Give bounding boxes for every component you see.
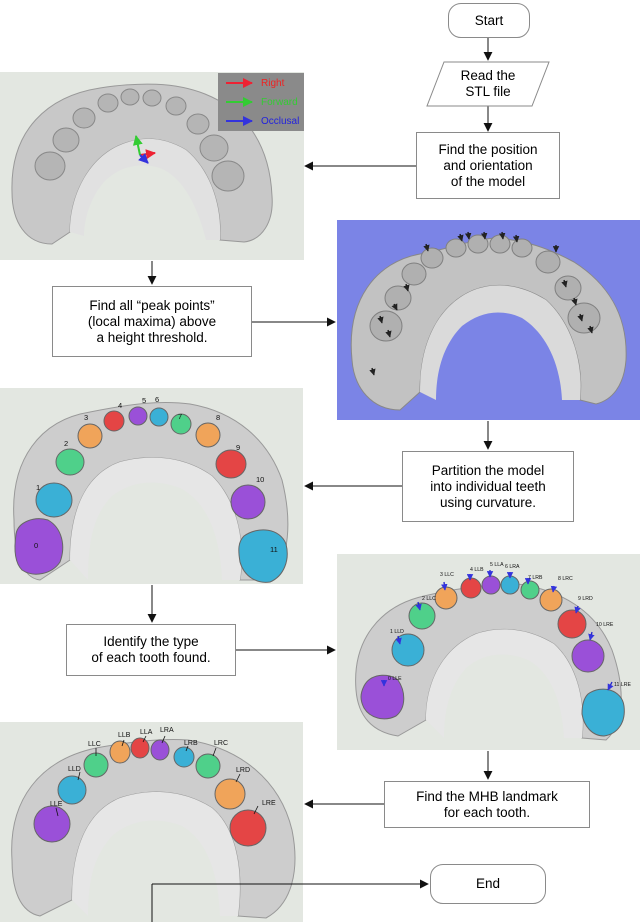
- axis-right-label: Right: [261, 78, 285, 89]
- landmark-label: LLC: [88, 741, 101, 748]
- peak-points-step: Find all “peak points” (local maxima) ab…: [52, 286, 252, 357]
- tooth-type-label: 5 LLA: [490, 562, 504, 568]
- orientation-panel: Right Forward Occlusal: [0, 72, 304, 260]
- tooth-type-label: 3 LLC: [440, 572, 454, 578]
- segment-number: 6: [155, 395, 159, 404]
- segment-number: 5: [142, 396, 146, 405]
- landmark-step: Find the MHB landmark for each tooth.: [384, 781, 590, 828]
- partition-step: Partition the model into individual teet…: [402, 451, 574, 522]
- segmented-panel: 0 1 2 3 4 5 6 7 8 9 10 11: [0, 388, 303, 584]
- read-stl-label: Read the STL file: [460, 68, 516, 99]
- orientation-step: Find the position and orientation of the…: [416, 132, 560, 199]
- segment-number: 9: [236, 443, 240, 452]
- tooth-type-label: 4 LLB: [470, 567, 484, 573]
- tooth-type-label: 6 LRA: [505, 564, 520, 570]
- segment-number: 0: [34, 541, 38, 550]
- segment-number: 2: [64, 439, 68, 448]
- tooth-type-label: 8 LRC: [558, 576, 573, 582]
- segment-number: 10: [256, 475, 264, 484]
- landmark-label: LRC: [214, 740, 228, 747]
- read-stl-node: [426, 61, 550, 107]
- tooth-type-label: 7 LRB: [528, 575, 543, 581]
- landmark-label: LRD: [236, 767, 250, 774]
- landmark-label: LRE: [262, 800, 276, 807]
- segment-number: 7: [178, 412, 182, 421]
- landmark-label: LLE: [50, 801, 63, 808]
- start-node: Start: [448, 3, 530, 38]
- landmark-label: LRA: [160, 727, 174, 734]
- segment-number: 4: [118, 401, 122, 410]
- identified-panel: 0 LLE 1 LLD 2 LLC 3 LLC 4 LLB 5 LLA 6 LR…: [337, 554, 640, 750]
- axis-occlusal-label: Occlusal: [261, 116, 299, 127]
- landmark-label: LLB: [118, 732, 131, 739]
- landmark-label: LRB: [184, 740, 198, 747]
- connectors: [147, 38, 493, 922]
- end-node: End: [430, 864, 546, 904]
- segment-number: 1: [36, 483, 40, 492]
- landmark-label: LLD: [68, 766, 81, 773]
- axis-forward-label: Forward: [261, 97, 298, 108]
- tooth-type-label: 10 LRE: [596, 622, 614, 628]
- tooth-type-label: 0 LLE: [388, 676, 402, 682]
- identify-step: Identify the type of each tooth found.: [66, 624, 236, 676]
- segment-number: 11: [270, 545, 278, 554]
- peaks-panel: [337, 220, 640, 420]
- tooth-type-label: 1 LLD: [390, 629, 404, 635]
- tooth-type-label: 2 LLC: [422, 596, 436, 602]
- tooth-type-label: 9 LRD: [578, 596, 593, 602]
- segment-number: 8: [216, 413, 220, 422]
- segment-number: 3: [84, 413, 88, 422]
- landmark-label: LLA: [140, 729, 153, 736]
- tooth-type-label: 11 LRE: [614, 682, 631, 688]
